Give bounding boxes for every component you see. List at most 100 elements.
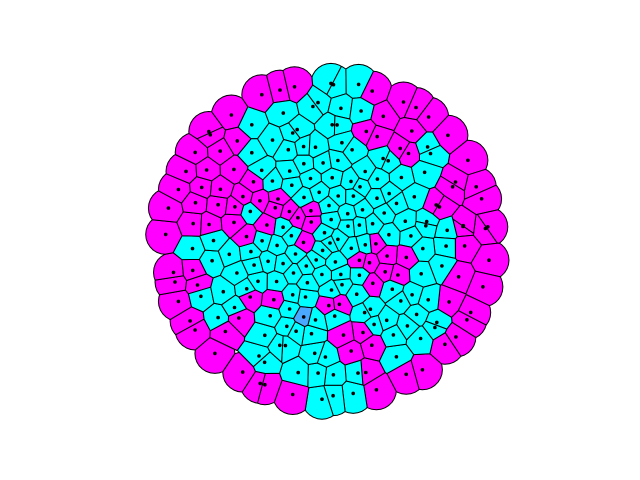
- seed-point: [481, 285, 485, 289]
- seed-point: [426, 115, 431, 119]
- cell-magenta: [476, 209, 509, 244]
- seed-point: [375, 177, 380, 181]
- cell-magenta: [410, 353, 443, 391]
- seed-point: [322, 230, 327, 235]
- seed-point: [327, 203, 331, 208]
- seed-point: [278, 343, 282, 348]
- seed-point: [332, 314, 337, 318]
- seed-point: [354, 292, 359, 297]
- seed-point: [311, 104, 315, 109]
- seed-point: [193, 200, 198, 205]
- seed-point: [272, 297, 276, 302]
- seed-point: [256, 279, 260, 284]
- seed-point: [419, 272, 424, 276]
- seed-point: [403, 219, 408, 223]
- seed-point: [199, 185, 204, 190]
- seed-point: [227, 252, 232, 257]
- seed-point: [270, 138, 275, 142]
- seed-point: [351, 194, 356, 198]
- cell-magenta: [465, 270, 504, 307]
- seed-point: [346, 224, 350, 228]
- seed-point: [213, 351, 217, 356]
- seed-point: [399, 175, 404, 180]
- seed-point: [313, 318, 318, 322]
- seed-point: [249, 249, 253, 254]
- seed-point: [218, 187, 223, 192]
- seed-point: [260, 92, 264, 97]
- seed-point: [232, 167, 236, 172]
- seed-point: [420, 368, 425, 372]
- seed-point: [337, 302, 342, 307]
- seed-point: [296, 215, 300, 220]
- seed-point: [465, 318, 469, 322]
- seed-point: [329, 288, 334, 292]
- seed-point: [336, 237, 340, 242]
- seed-point: [425, 145, 430, 149]
- seed-point: [447, 300, 451, 304]
- seed-point: [384, 318, 389, 323]
- seed-point: [281, 261, 285, 266]
- seed-point: [414, 312, 419, 317]
- seed-point: [358, 185, 362, 189]
- seed-point: [218, 149, 222, 153]
- seed-point: [444, 244, 448, 248]
- seed-point: [433, 325, 437, 330]
- seed-point: [331, 82, 336, 87]
- seed-point: [398, 146, 403, 151]
- seed-point: [287, 307, 292, 311]
- seed-point: [414, 105, 418, 110]
- seed-point: [345, 211, 350, 216]
- seed-point: [173, 280, 177, 284]
- seed-point: [329, 217, 334, 222]
- seed-point: [216, 202, 220, 207]
- seed-point: [486, 225, 490, 229]
- seed-point: [391, 333, 396, 337]
- seed-point: [292, 85, 297, 89]
- seed-point: [340, 282, 344, 287]
- seed-point: [316, 371, 320, 375]
- seed-point: [440, 264, 444, 268]
- seed-point: [349, 179, 353, 184]
- seed-point: [290, 392, 295, 397]
- seed-point: [259, 168, 264, 173]
- seed-point: [336, 158, 340, 163]
- seed-point: [251, 180, 256, 184]
- seed-point: [257, 354, 261, 358]
- seed-point: [418, 336, 423, 341]
- seed-point: [333, 260, 338, 264]
- seed-point: [383, 270, 388, 274]
- seed-point: [190, 246, 195, 251]
- seed-point: [273, 205, 278, 210]
- seed-point: [290, 293, 295, 297]
- seed-point: [410, 129, 414, 133]
- seed-point: [309, 208, 313, 213]
- cell-cyan: [337, 202, 357, 221]
- seed-point: [287, 169, 292, 173]
- seed-point: [349, 246, 354, 251]
- seed-point: [335, 123, 339, 127]
- seed-point: [208, 133, 213, 137]
- seed-point: [285, 324, 289, 329]
- seed-point: [263, 382, 267, 387]
- seed-point: [375, 196, 379, 200]
- seed-point: [274, 279, 279, 284]
- cell-cyan: [297, 288, 320, 309]
- cell-magenta: [176, 211, 203, 237]
- seed-point: [293, 252, 298, 256]
- seed-point: [321, 161, 325, 165]
- seed-point: [422, 170, 427, 175]
- seed-point: [304, 264, 309, 268]
- seed-point: [336, 194, 341, 198]
- seed-point: [421, 246, 425, 251]
- seed-point: [394, 355, 399, 359]
- seed-point: [394, 201, 399, 206]
- seed-point: [450, 185, 455, 189]
- seed-point: [401, 100, 406, 104]
- seed-point: [362, 310, 367, 315]
- seed-point: [301, 240, 306, 245]
- seed-point: [235, 271, 239, 275]
- seed-point: [468, 310, 473, 315]
- seed-point: [260, 239, 264, 243]
- seed-point: [453, 180, 458, 184]
